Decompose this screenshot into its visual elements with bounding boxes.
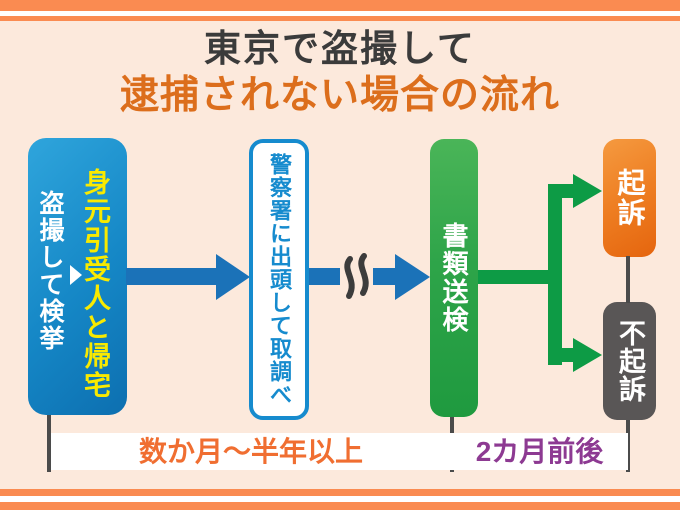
connector-line xyxy=(626,256,630,303)
connector-line xyxy=(47,415,51,472)
bottom-border xyxy=(0,489,680,510)
outcome-prosecution-box: 起訴 xyxy=(603,139,656,257)
title-line-2: 逮捕されない場合の流れ xyxy=(119,74,560,117)
step-police-box: 警察署に出頭して取調べ xyxy=(249,139,309,420)
branch-arrows-icon xyxy=(478,174,602,372)
non-prosecution-label: 不起訴 xyxy=(615,319,645,403)
bottom-stripe-thin xyxy=(0,489,680,496)
police-label: 警察署に出頭して取調べ xyxy=(267,153,292,406)
break-squiggle-icon xyxy=(358,253,369,296)
page-title: 東京で盗撮して 逮捕されない場合の流れ xyxy=(0,26,680,120)
timeline-period-left: 数か月〜半年以上 xyxy=(138,436,363,467)
title-line-1: 東京で盗撮して xyxy=(204,28,476,69)
bottom-stripe-thick xyxy=(0,502,680,510)
caught-label: 盗撮して検挙 xyxy=(36,190,64,352)
flow-arrow-icon xyxy=(126,254,250,300)
timeline-band: 数か月〜半年以上 2カ月前後 xyxy=(51,433,628,470)
break-squiggle-icon xyxy=(344,256,355,299)
top-stripe-thin xyxy=(0,16,680,21)
referral-label: 書類送検 xyxy=(439,222,469,334)
released-home-label: 身元引受人と帰宅 xyxy=(80,168,110,400)
top-border xyxy=(0,0,680,21)
step-caught-box: 盗撮して検挙 身元引受人と帰宅 xyxy=(28,138,127,415)
flow-arrow-break-icon xyxy=(309,253,430,300)
prosecution-label: 起訴 xyxy=(614,168,646,228)
top-stripe-thick xyxy=(0,0,680,11)
connector-line xyxy=(626,420,630,472)
right-triangle-icon xyxy=(70,265,82,285)
timeline-period-right: 2カ月前後 xyxy=(475,436,604,467)
outcome-non-prosecution-box: 不起訴 xyxy=(603,302,656,420)
step-referral-box: 書類送検 xyxy=(430,139,478,417)
